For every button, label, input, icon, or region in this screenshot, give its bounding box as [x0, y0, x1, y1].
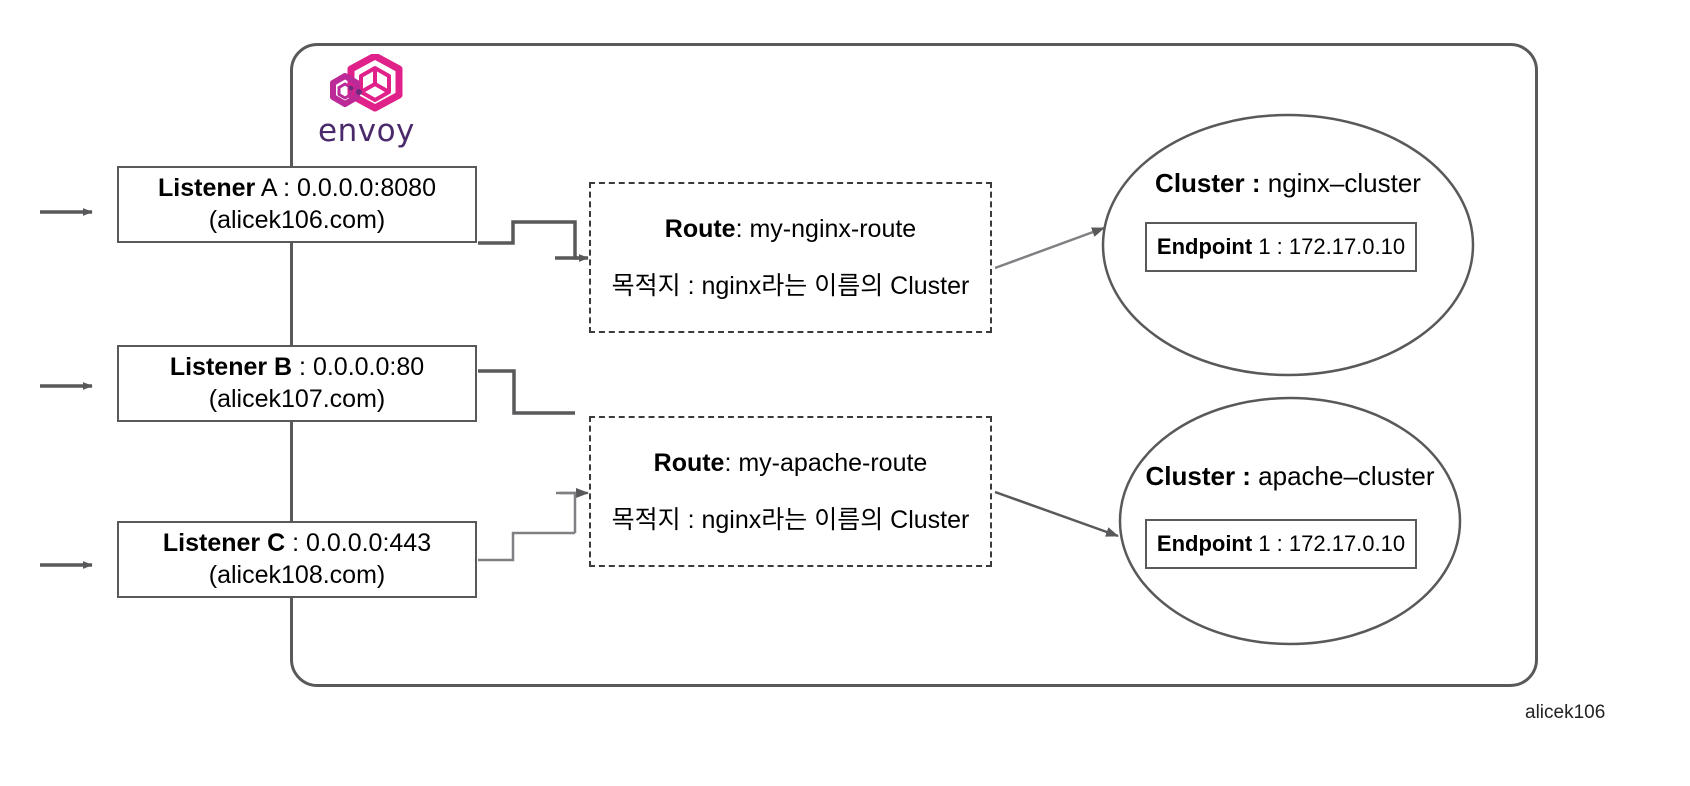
route-nginx-destination: 목적지 : nginx라는 이름의 Cluster [611, 272, 970, 300]
cluster-nginx-title-bold: Cluster : [1155, 168, 1261, 198]
listener-b-title: Listener B : 0.0.0.0:80 [170, 352, 424, 382]
connector-listener-c-riser [560, 491, 577, 533]
endpoint-box-nginx[interactable]: Endpoint 1 : 172.17.0.10 [1145, 222, 1417, 272]
route-apache-label-rest: : my-apache-route [724, 449, 928, 477]
envoy-logo: envoy [318, 54, 415, 148]
listener-b-title-bold: Listener B [169, 352, 293, 381]
route-box-nginx[interactable]: Route: my-nginx-route 목적지 : nginx라는 이름의 … [589, 182, 992, 333]
listener-b-host: (alicek107.com) [208, 384, 386, 413]
arrow-route-2-to-cluster-2 [994, 490, 1119, 538]
listener-b-title-rest: : 0.0.0.0:80 [292, 352, 425, 381]
listener-a-title-bold: Listener [158, 173, 256, 202]
endpoint-nginx-label: Endpoint 1 : 172.17.0.10 [1157, 234, 1405, 260]
route-apache-destination: 목적지 : nginx라는 이름의 Cluster [611, 506, 970, 534]
listener-c-host: (alicek108.com) [208, 560, 386, 589]
listener-a-host: (alicek106.com) [208, 205, 386, 234]
connector-listener-c-to-route-2 [478, 531, 575, 562]
endpoint-apache-label: Endpoint 1 : 172.17.0.10 [1157, 531, 1405, 557]
listener-c-title: Listener C : 0.0.0.0:443 [163, 528, 431, 558]
listener-a-title: Listener A : 0.0.0.0:8080 [158, 173, 436, 203]
watermark-label: alicek106 [1525, 702, 1606, 723]
cluster-apache-title-bold: Cluster : [1145, 461, 1251, 491]
listener-a-title-rest: A : 0.0.0.0:8080 [255, 173, 436, 202]
route-apache-label: Route: my-apache-route [654, 448, 928, 478]
cluster-apache-title: Cluster : apache–cluster [1140, 461, 1440, 491]
arrow-route-1-to-cluster-1 [994, 226, 1105, 270]
endpoint-box-apache[interactable]: Endpoint 1 : 172.17.0.10 [1145, 519, 1417, 569]
listener-box-a[interactable]: Listener A : 0.0.0.0:8080 (alicek106.com… [117, 166, 477, 243]
cluster-ellipse-nginx [1101, 113, 1475, 377]
cluster-nginx-title: Cluster : nginx–cluster [1138, 168, 1438, 198]
listener-c-title-rest: : 0.0.0.0:443 [285, 528, 432, 557]
connector-listener-b-to-route-1 [478, 369, 575, 415]
listener-c-title-bold: Listener C [162, 528, 286, 557]
endpoint-nginx-label-rest: 1 : 172.17.0.10 [1252, 234, 1406, 259]
endpoint-nginx-label-bold: Endpoint [1156, 234, 1253, 259]
cluster-apache-title-rest: apache–cluster [1250, 461, 1435, 491]
endpoint-apache-label-bold: Endpoint [1156, 531, 1253, 556]
listener-box-c[interactable]: Listener C : 0.0.0.0:443 (alicek108.com) [117, 521, 477, 598]
route-box-apache[interactable]: Route: my-apache-route 목적지 : nginx라는 이름의… [589, 416, 992, 567]
cluster-ellipse-apache [1118, 396, 1462, 646]
envoy-hexagon-icon [330, 54, 403, 112]
route-apache-label-bold: Route [653, 449, 725, 477]
route-nginx-label-bold: Route [664, 215, 736, 243]
endpoint-apache-label-rest: 1 : 172.17.0.10 [1252, 531, 1406, 556]
listener-box-b[interactable]: Listener B : 0.0.0.0:80 (alicek107.com) [117, 345, 477, 422]
envoy-container [290, 43, 1538, 687]
route-nginx-label: Route: my-nginx-route [665, 214, 916, 244]
envoy-wordmark: envoy [318, 113, 415, 149]
cluster-nginx-title-rest: nginx–cluster [1260, 168, 1421, 198]
connector-listener-a-to-route-1 [478, 220, 578, 260]
route-nginx-label-rest: : my-nginx-route [735, 215, 917, 243]
